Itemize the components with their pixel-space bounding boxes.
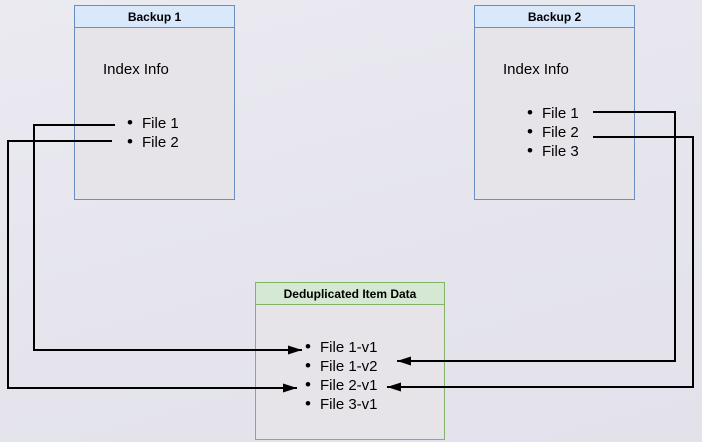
list-item: File 1 xyxy=(75,114,234,133)
backup2-file-list: File 1 File 2 File 3 xyxy=(475,104,634,161)
file-label: File 2 xyxy=(142,134,179,151)
list-item: File 1 xyxy=(475,104,634,123)
backup2-index-info-label: Index Info xyxy=(503,61,569,78)
file-label: File 1 xyxy=(142,115,179,132)
list-item: File 1-v2 xyxy=(256,357,444,376)
list-item: File 2 xyxy=(475,123,634,142)
file-label: File 1-v1 xyxy=(320,339,378,356)
backup1-file-list: File 1 File 2 xyxy=(75,114,234,152)
list-item: File 3-v1 xyxy=(256,395,444,414)
backup2-title: Backup 2 xyxy=(475,6,634,28)
list-item: File 1-v1 xyxy=(256,338,444,357)
dedup-title: Deduplicated Item Data xyxy=(256,283,444,305)
file-label: File 2 xyxy=(542,124,579,141)
list-item: File 2-v1 xyxy=(256,376,444,395)
file-label: File 1-v2 xyxy=(320,358,378,375)
backup1-title: Backup 1 xyxy=(75,6,234,28)
file-label: File 1 xyxy=(542,105,579,122)
dedup-box: Deduplicated Item Data File 1-v1 File 1-… xyxy=(255,282,445,440)
backup2-box: Backup 2 Index Info File 1 File 2 File 3 xyxy=(474,5,635,200)
dedup-file-list: File 1-v1 File 1-v2 File 2-v1 File 3-v1 xyxy=(256,338,444,414)
file-label: File 3 xyxy=(542,143,579,160)
file-label: File 3-v1 xyxy=(320,396,378,413)
backup1-box: Backup 1 Index Info File 1 File 2 xyxy=(74,5,235,200)
file-label: File 2-v1 xyxy=(320,377,378,394)
list-item: File 2 xyxy=(75,133,234,152)
list-item: File 3 xyxy=(475,142,634,161)
backup1-index-info-label: Index Info xyxy=(103,61,169,78)
